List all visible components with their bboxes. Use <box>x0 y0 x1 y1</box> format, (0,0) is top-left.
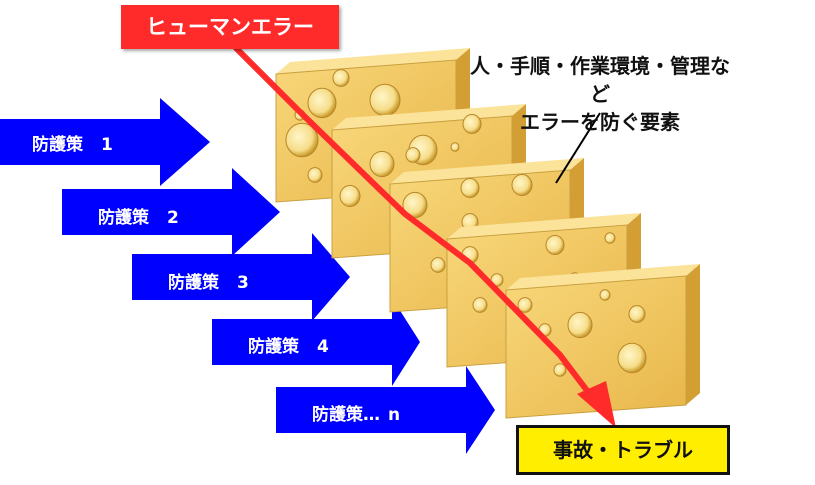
cheese-hole <box>628 305 646 323</box>
annotation-line-2: エラーを防ぐ要素 <box>520 110 680 134</box>
cheese-hole <box>405 147 421 163</box>
annotation-text: 人・手順・作業環境・管理など エラーを防ぐ要素 <box>470 52 730 136</box>
cheese-hole <box>545 235 565 255</box>
cheese-hole <box>462 114 482 134</box>
annotation-line-1: 人・手順・作業環境・管理など <box>470 54 730 106</box>
cheese-hole <box>617 342 647 374</box>
annotation-pointer <box>555 112 601 184</box>
defense-arrow-3 <box>132 233 350 321</box>
cheese-hole <box>604 232 616 244</box>
cheese-hole <box>430 257 446 273</box>
defense-arrow-4 <box>212 298 420 386</box>
defense-arrow-5 <box>276 366 495 454</box>
cheese-slice-5 <box>505 264 700 419</box>
cheese-hole <box>511 174 533 196</box>
defense-arrow-1 <box>0 98 210 186</box>
cheese-hole <box>332 69 350 87</box>
accident-outcome-box: 事故・トラブル <box>516 425 730 475</box>
cheese-hole <box>460 178 480 198</box>
cheese-hole <box>339 185 361 207</box>
cheese-hole <box>307 167 323 183</box>
cheese-hole <box>472 297 488 313</box>
cheese-hole <box>553 363 567 377</box>
cheese-hole <box>307 87 337 119</box>
error-arrowhead <box>577 381 616 428</box>
cheese-hole <box>369 83 401 117</box>
cheese-hole <box>285 122 319 158</box>
cheese-hole <box>567 311 593 339</box>
human-error-label: ヒューマンエラー <box>121 5 339 49</box>
cheese-hole <box>450 142 460 152</box>
error-trajectory-line <box>233 45 601 408</box>
cheese-hole <box>599 289 611 301</box>
cheese-hole <box>369 150 395 178</box>
cheese-hole <box>402 191 428 219</box>
defense-arrow-2 <box>62 168 280 256</box>
cheese-hole <box>517 297 533 313</box>
defense-label-n: 防護策…n <box>312 405 401 425</box>
cheese-hole <box>490 273 504 287</box>
